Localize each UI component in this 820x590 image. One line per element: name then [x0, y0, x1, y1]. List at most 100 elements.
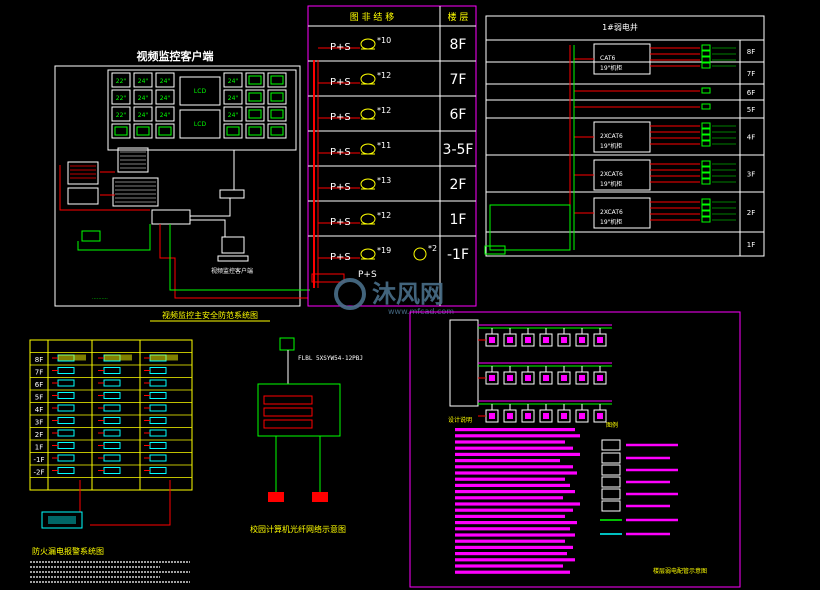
network-floor-label: 7F	[747, 70, 755, 78]
camera-label: P+S	[330, 252, 351, 263]
fire-detector-icon	[149, 367, 167, 374]
fire-detector-icon	[57, 417, 75, 424]
video-monitor-panel: 视频监控客户端 22"24"24"24"22"24"24"24"22"24"24…	[54, 49, 310, 322]
video-wall-frame	[107, 69, 297, 151]
fire-detector-icon	[103, 442, 121, 449]
outlet-icon	[701, 122, 711, 129]
camera-label: P+S	[330, 217, 351, 228]
rack-type-label: 19"机柜	[600, 180, 622, 188]
camera-count: *12	[377, 211, 391, 220]
screen-size-label: 24"	[160, 78, 171, 85]
fire-table-floor: 4F	[35, 406, 43, 414]
fire-detector-icon	[149, 442, 167, 449]
video-wall-screen	[267, 106, 287, 122]
keyboard	[219, 189, 245, 199]
fire-detector-icon	[149, 467, 167, 474]
fiber-port-bank	[263, 419, 313, 429]
screen-size-label: 24"	[228, 78, 239, 85]
video-wall-screen-inner	[270, 75, 284, 85]
design-note-line	[455, 434, 580, 438]
video-wall-screen	[223, 89, 243, 105]
video-wall-screen	[245, 72, 265, 88]
fire-detector-icon	[103, 379, 121, 387]
ptz-camera-icon	[413, 247, 427, 261]
access-point-icon	[579, 337, 585, 343]
access-point-box	[593, 333, 607, 347]
video-wall-screen	[223, 72, 243, 88]
camera-riser-diagram: 图 非 结 移 楼 层 8FP+S*107FP+S*126FP+S*123-5F…	[307, 5, 477, 307]
fire-column-header	[104, 354, 132, 361]
legend-symbol	[601, 452, 621, 464]
design-note-line	[455, 428, 575, 432]
fiber-network-diagram: FLBL 5XSYW54-12PBJ 校园计算机光纤网络示意图	[250, 337, 363, 534]
watermark: 沐风网 www.mfcad.com	[334, 278, 454, 316]
camera-count: *2	[428, 244, 437, 253]
video-wall-screen-inner	[270, 92, 284, 102]
dome-camera-icon	[360, 38, 376, 50]
riser-floor-rows: 8FP+S*107FP+S*126FP+S*123-5FP+S*112FP+S*…	[308, 36, 476, 283]
access-point-icon	[489, 413, 495, 419]
screen-size-label: 24"	[228, 112, 239, 119]
fire-notes	[30, 561, 190, 583]
video-wall-screen-inner	[270, 126, 284, 136]
access-point-box	[593, 409, 607, 423]
outlet-icon	[701, 50, 711, 57]
rack-slot-lines	[70, 151, 156, 203]
outlet-icon	[701, 210, 711, 217]
dome-camera-icon	[360, 73, 376, 85]
video-wall-screen	[155, 72, 175, 88]
design-note-line	[455, 471, 577, 475]
access-point-box	[557, 333, 571, 347]
video-wall-screens: 22"24"24"24"22"24"24"24"22"24"24"24"	[111, 72, 287, 139]
video-wall-screen	[245, 123, 265, 139]
client-pc-keyboard	[217, 255, 249, 262]
access-point-icon	[507, 375, 513, 381]
riser-frame	[307, 5, 477, 307]
access-point-icon	[579, 375, 585, 381]
screen-size-label: 24"	[138, 95, 149, 102]
watermark-text: 沐风网	[372, 280, 444, 308]
fiber-cable	[169, 224, 310, 291]
access-point-icon	[561, 413, 567, 419]
outlet-icon	[701, 134, 711, 141]
access-point-icon	[561, 337, 567, 343]
access-point-icon	[597, 413, 603, 419]
access-point-icon	[597, 337, 603, 343]
network-floor-label: 1F	[747, 241, 755, 249]
fire-detector-icon	[103, 404, 121, 412]
fire-detector-icon	[149, 417, 167, 424]
video-wall-screen-inner	[248, 126, 262, 136]
riser-floor-label: 3-5F	[443, 142, 474, 158]
legend-symbol	[601, 500, 621, 512]
fire-detector-icon	[149, 404, 167, 412]
camera-label: P+S	[330, 182, 351, 193]
fire-table-floor: 3F	[35, 419, 43, 427]
fire-column-header	[150, 354, 178, 361]
network-floor-label: 3F	[747, 171, 755, 179]
video-wall-screen-inner	[114, 126, 128, 136]
fire-detector-icon	[57, 442, 75, 449]
access-point-box	[575, 371, 589, 385]
outlet-icon	[701, 204, 711, 211]
outlet-icon	[701, 198, 711, 205]
access-point-rows	[478, 324, 612, 423]
camera-count: *12	[377, 71, 391, 80]
fiber-distribution-frame	[257, 383, 341, 437]
design-note-line	[455, 440, 565, 444]
control-cable	[190, 219, 226, 237]
outlet-icon	[701, 140, 711, 147]
fire-table-floor: -1F	[33, 456, 44, 464]
monitor-title: 视频监控客户端	[137, 49, 214, 63]
dome-camera-icon	[360, 248, 376, 260]
outlet-icon	[701, 166, 711, 173]
access-caption: 楼层弱电配管示意图	[653, 567, 707, 575]
fire-controller	[41, 511, 83, 529]
access-point-box	[521, 333, 535, 347]
fire-detector-icon	[149, 392, 167, 399]
access-point-icon	[525, 337, 531, 343]
video-wall-screen	[133, 106, 153, 122]
design-note-line	[455, 558, 575, 562]
fire-detector-icon	[57, 467, 75, 474]
